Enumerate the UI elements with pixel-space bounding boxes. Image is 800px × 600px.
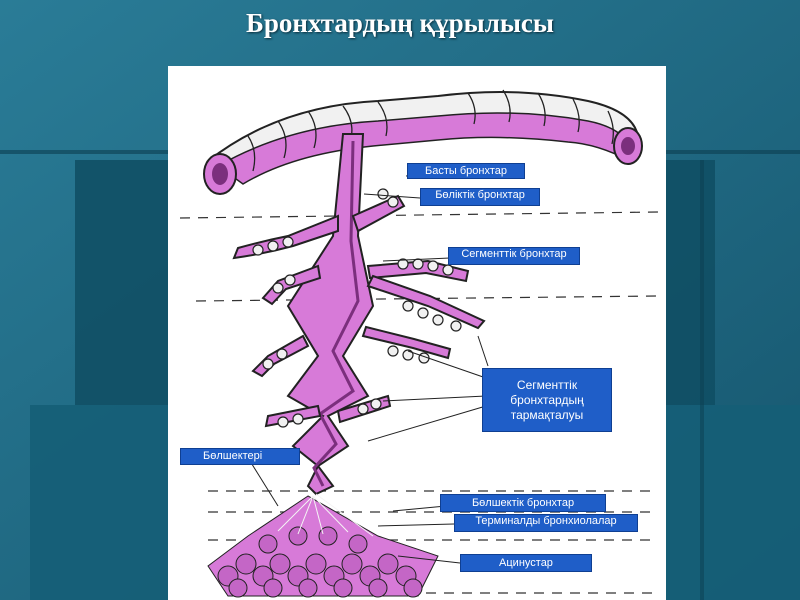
acini-cluster: [207, 493, 439, 598]
label-lobular-bronchi: Бөлшектік бронхтар: [440, 494, 606, 512]
label-segmental-branching: Сегменттік бронхтардың тармақталуы: [482, 368, 612, 432]
cartilage-beads: [252, 188, 462, 428]
label-main-bronchi: Басты бронхтар: [407, 163, 525, 179]
label-lobar-bronchi: Бөліктік бронхтар: [420, 188, 540, 206]
bronchial-trunk: [286, 133, 375, 496]
label-lobules: Бөлшектері: [180, 448, 300, 465]
label-terminal-bronchioles: Терминалды бронхиолалар: [454, 514, 638, 532]
bronchial-tree-diagram: [179, 89, 659, 598]
label-acini: Ацинустар: [460, 554, 592, 572]
slide-title: Бронхтардың құрылысы: [246, 8, 554, 38]
label-segmental-bronchi: Сегменттік бронхтар: [448, 247, 580, 265]
main-bronchi-tube: [203, 89, 643, 195]
